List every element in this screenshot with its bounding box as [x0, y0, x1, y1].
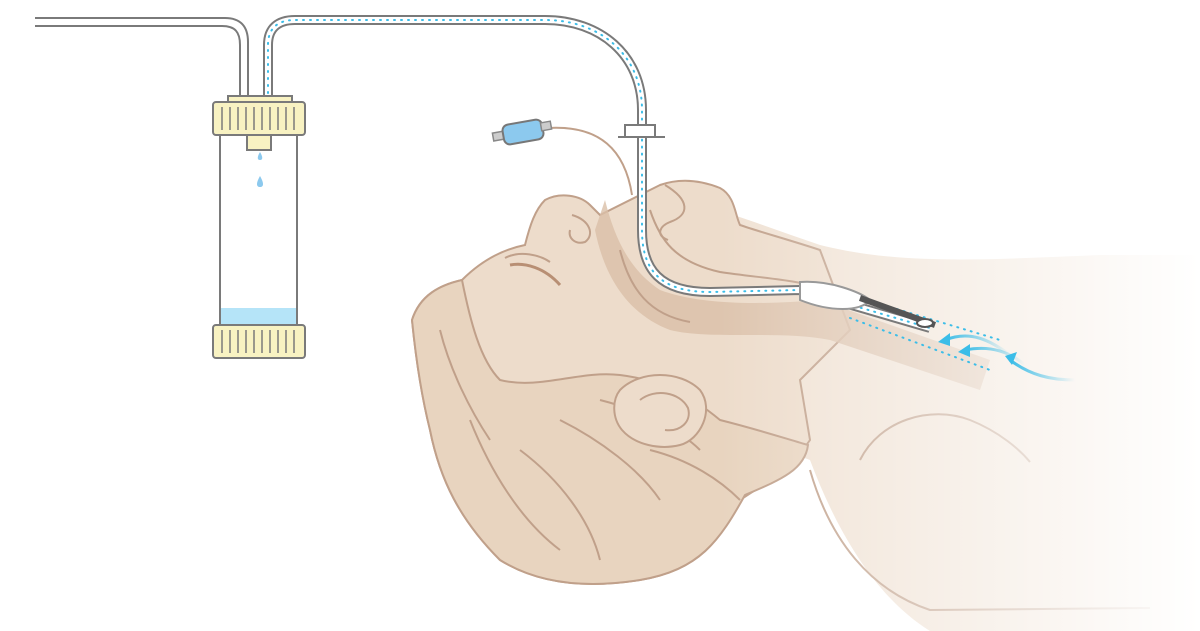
- cuff-pilot-balloon-icon: [491, 118, 633, 196]
- vacuum-tube: [35, 17, 249, 100]
- endotracheal-tube: [618, 124, 937, 328]
- suction-canister-icon: [212, 95, 306, 359]
- airflow-arrows-icon: [944, 334, 1076, 382]
- fluid-drop-icon: [257, 176, 263, 187]
- airflow-arrowheads: [938, 333, 1017, 365]
- fluid-drop-icon: [257, 152, 263, 160]
- suction-tube: [263, 15, 1001, 371]
- collected-fluid: [221, 308, 296, 325]
